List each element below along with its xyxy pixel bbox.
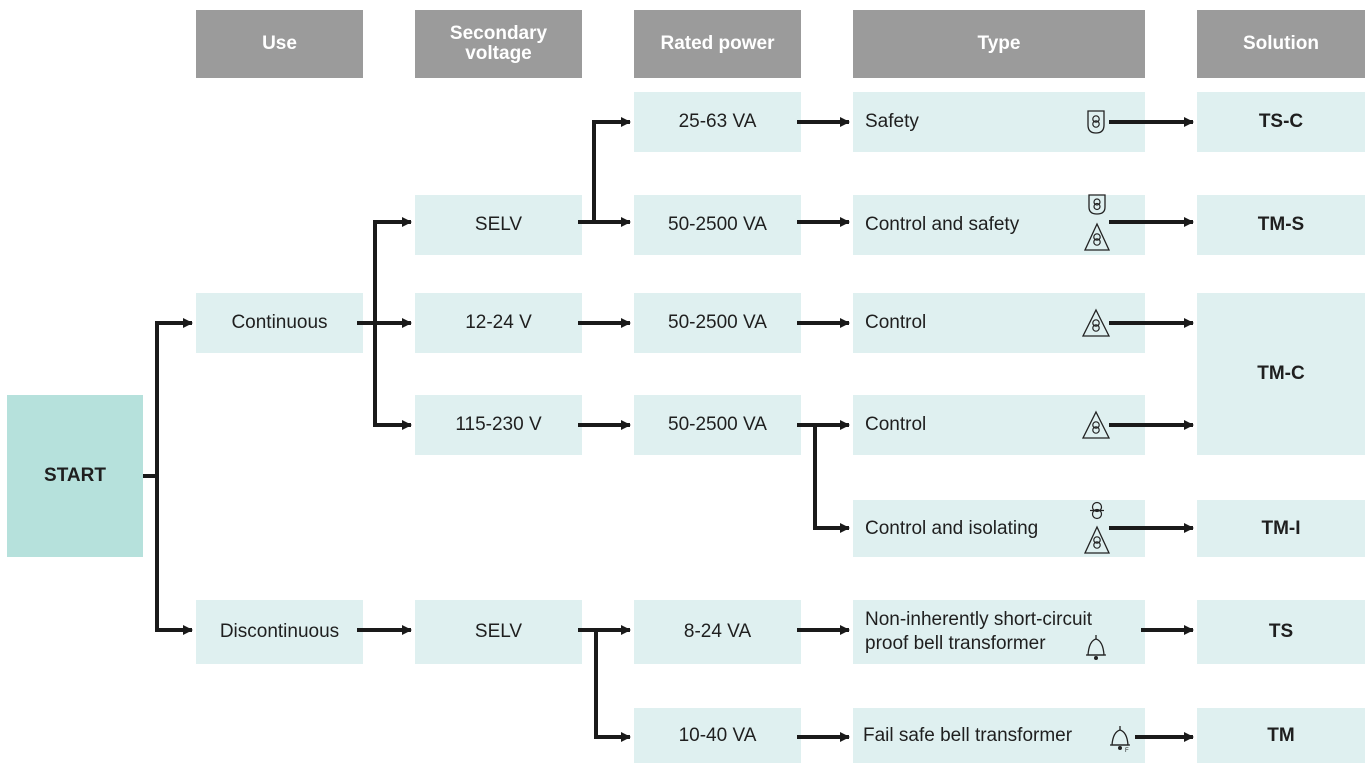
type-safety-label: Safety: [865, 111, 919, 132]
isolating-transformer-icon: [1090, 501, 1104, 520]
power-10-40: 10-40 VA: [634, 708, 801, 763]
type-control-1: Control: [853, 293, 1145, 353]
safety-transformer-icon: [1087, 110, 1105, 134]
voltage-115-230: 115-230 V: [415, 395, 582, 455]
control-transformer-icon: [1083, 525, 1111, 554]
type-control-1-label: Control: [865, 312, 927, 333]
type-bell-line2: proof bell transformer: [865, 633, 1046, 654]
type-control-2: Control: [853, 395, 1145, 455]
solution-ts-c: TS-C: [1197, 92, 1365, 152]
solution-tm-c: TM-C: [1197, 293, 1365, 455]
type-control-and-isolating-label: Control and isolating: [865, 517, 1039, 539]
solution-ts: TS: [1197, 600, 1365, 664]
type-control-2-label: Control: [865, 414, 927, 435]
svg-text:F: F: [1125, 748, 1129, 753]
use-continuous: Continuous: [196, 293, 363, 353]
control-transformer-icon: [1081, 410, 1111, 439]
control-transformer-icon: [1081, 308, 1111, 337]
power-25-63: 25-63 VA: [634, 92, 801, 152]
power-50-2500-c: 50-2500 VA: [634, 395, 801, 455]
power-50-2500-a: 50-2500 VA: [634, 195, 801, 255]
header-use: Use: [196, 10, 363, 78]
type-bell-transformer: Non-inherently short-circuit proof bell …: [853, 600, 1145, 664]
type-fail-safe-bell-label: Fail safe bell transformer: [863, 724, 1073, 746]
control-transformer-icon: [1083, 222, 1111, 251]
power-8-24: 8-24 VA: [634, 600, 801, 664]
solution-tm-i: TM-I: [1197, 500, 1365, 557]
type-control-and-safety-label: Control and safety: [865, 214, 1020, 235]
solution-tm: TM: [1197, 708, 1365, 763]
header-rated-power: Rated power: [634, 10, 801, 78]
use-discontinuous: Discontinuous: [196, 600, 363, 664]
header-solution: Solution: [1197, 10, 1365, 78]
start-node: START: [7, 395, 143, 557]
voltage-selv-2: SELV: [415, 600, 582, 664]
type-fail-safe-bell: Fail safe bell transformer: [853, 708, 1145, 763]
header-secondary-voltage: Secondary voltage: [415, 10, 582, 78]
power-50-2500-b: 50-2500 VA: [634, 293, 801, 353]
voltage-selv-1: SELV: [415, 195, 582, 255]
safety-transformer-icon: [1088, 194, 1106, 215]
fail-safe-bell-icon: F: [1110, 726, 1130, 753]
type-bell-transformer-label: Non-inherently short-circuit proof bell …: [865, 608, 1092, 656]
bell-transformer-icon: [1086, 635, 1106, 660]
solution-tm-s: TM-S: [1197, 195, 1365, 255]
type-bell-line1: Non-inherently short-circuit: [865, 609, 1093, 630]
voltage-12-24: 12-24 V: [415, 293, 582, 353]
header-type: Type: [853, 10, 1145, 78]
